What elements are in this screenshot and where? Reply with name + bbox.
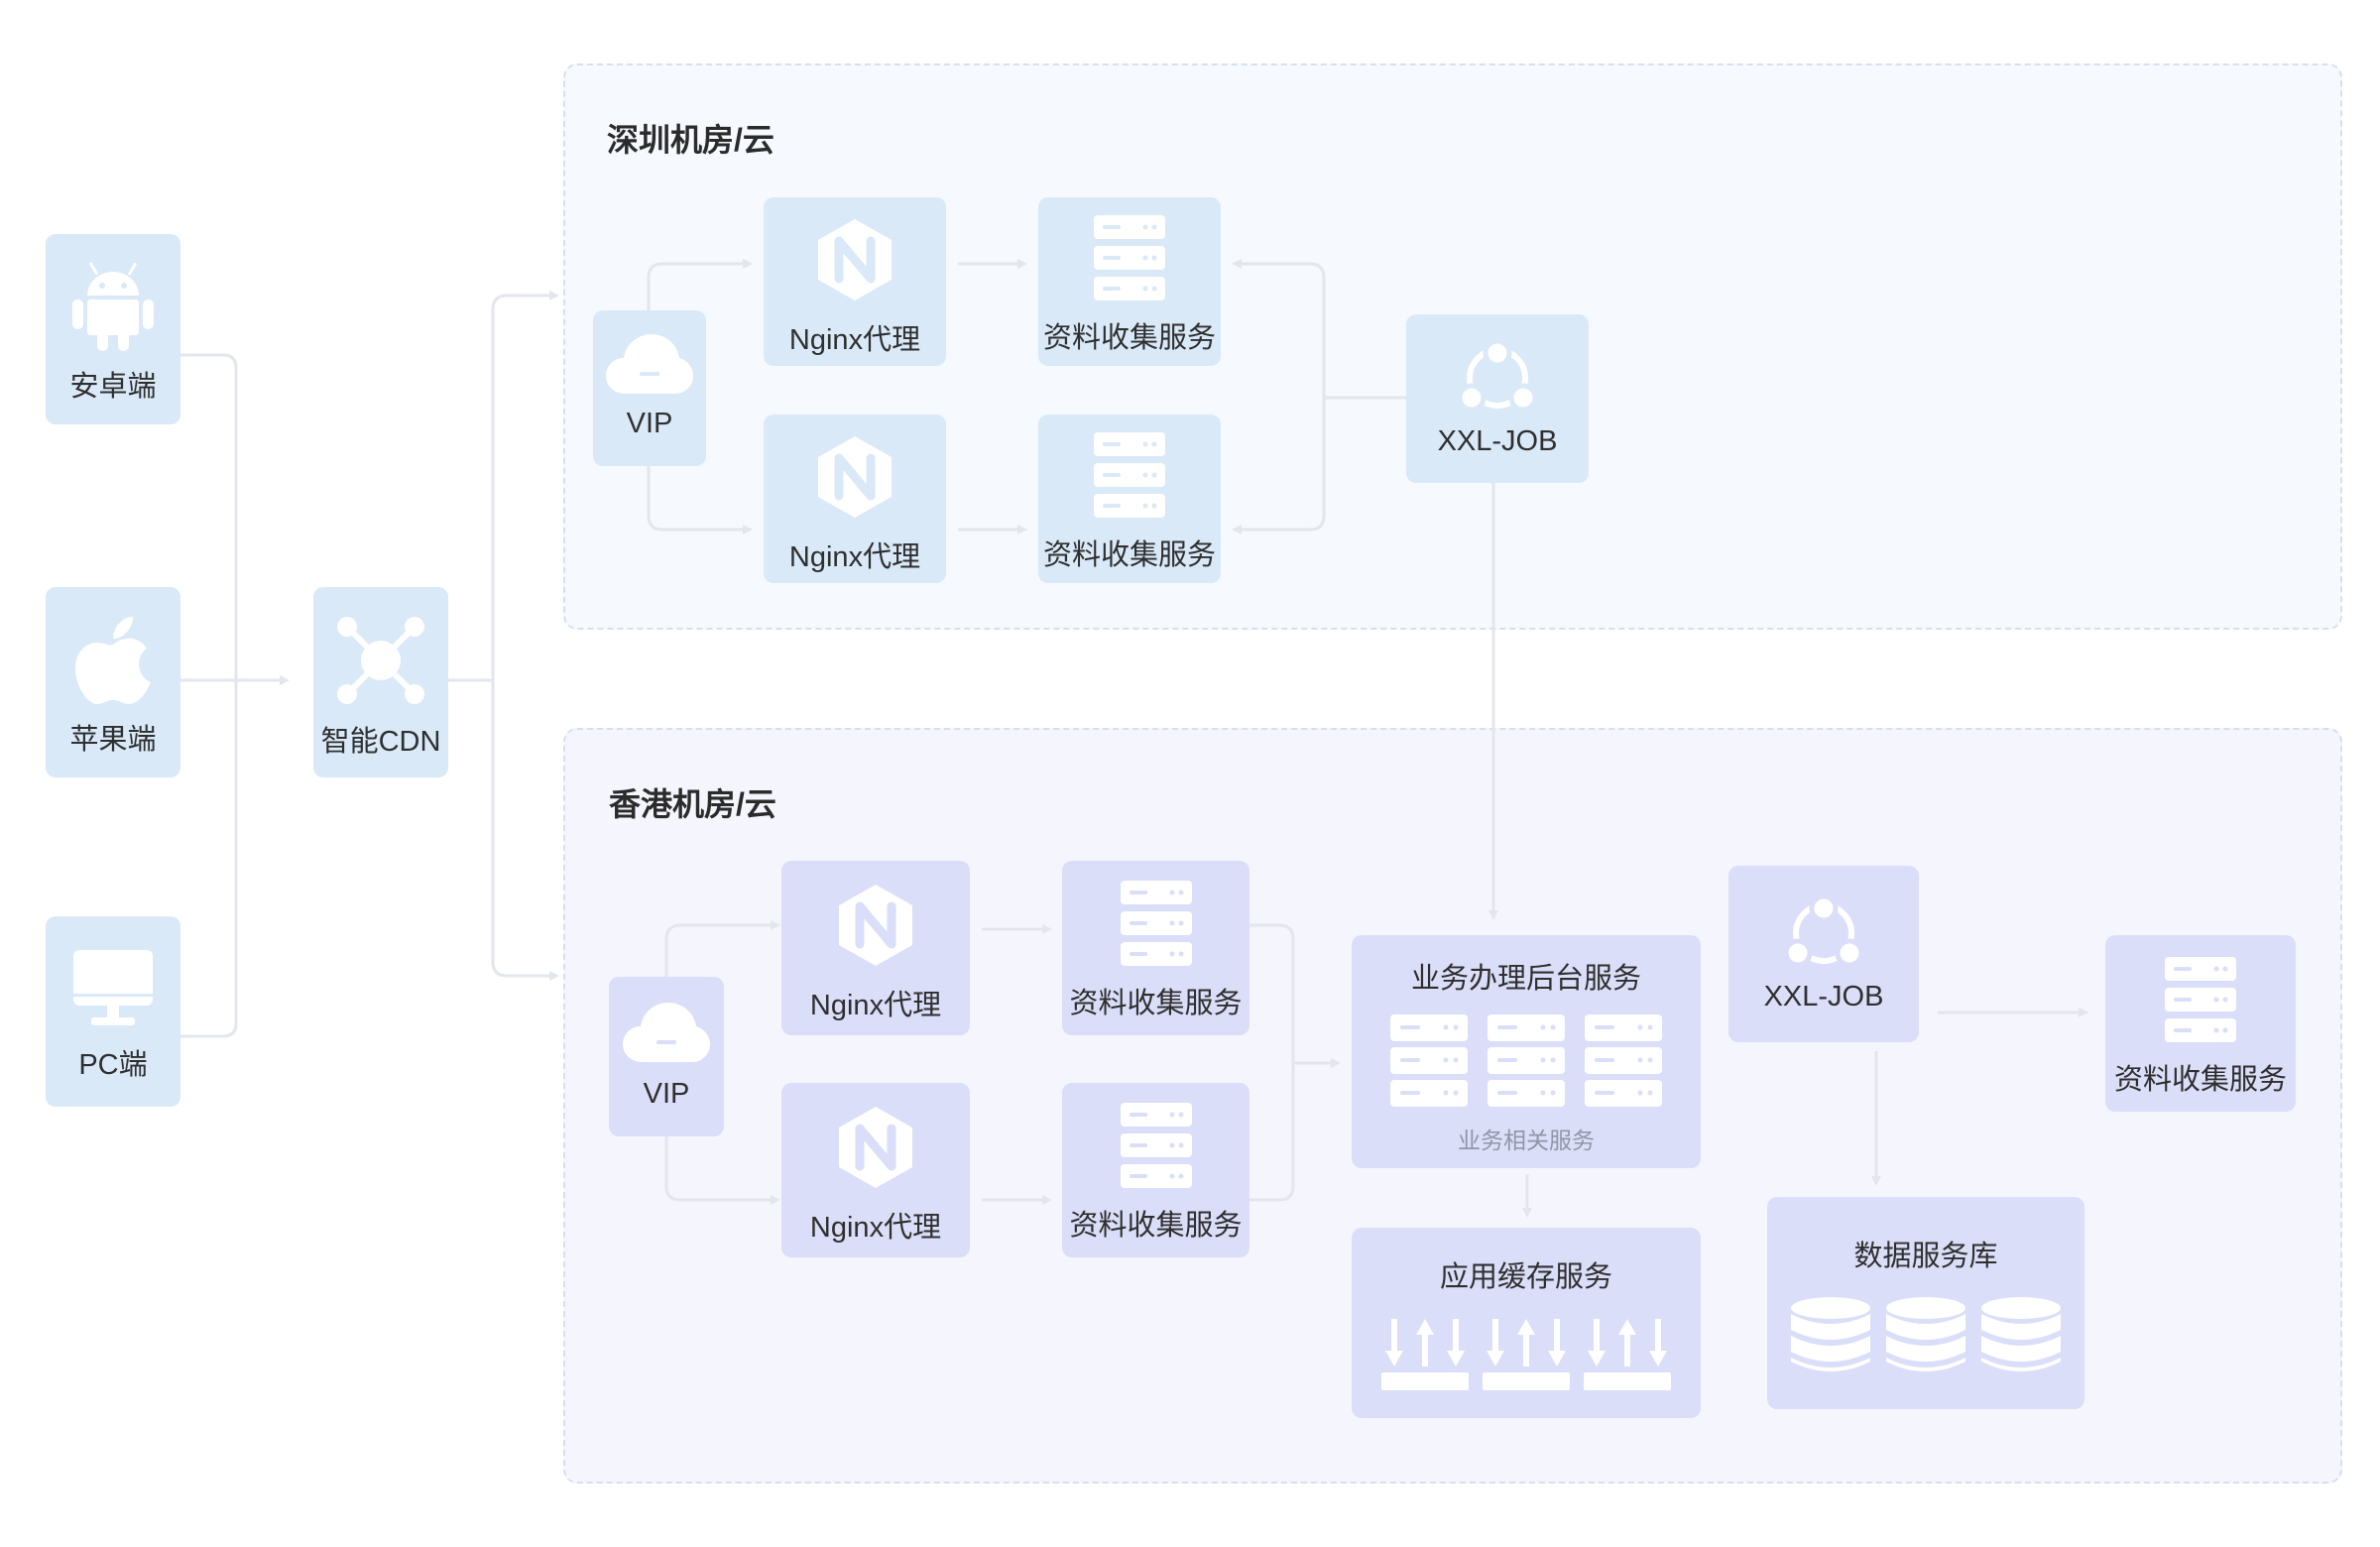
nginx-icon bbox=[839, 885, 912, 966]
android-icon bbox=[72, 262, 154, 351]
hk-nginx-1[interactable]: Nginx代理 bbox=[781, 861, 970, 1035]
sz-collect-2[interactable]: 资料收集服务 bbox=[1038, 415, 1221, 583]
hk-nginx-2[interactable]: Nginx代理 bbox=[781, 1083, 970, 1257]
hk-nginx-2-label: Nginx代理 bbox=[809, 1212, 942, 1244]
hk-database-icons bbox=[1790, 1296, 2062, 1375]
sz-nginx-2[interactable]: Nginx代理 bbox=[764, 415, 946, 583]
network-hub-icon bbox=[337, 617, 424, 704]
apple-icon bbox=[75, 617, 151, 704]
connector-android bbox=[180, 353, 238, 680]
hk-xxljob-label: XXL-JOB bbox=[1763, 981, 1884, 1012]
share-nodes-icon bbox=[1457, 340, 1538, 413]
connector-hk-vip-nginx1 bbox=[664, 920, 780, 977]
client-apple-label: 苹果端 bbox=[69, 724, 157, 756]
region-title-shenzhen: 深圳机房/云 bbox=[607, 122, 774, 158]
sz-xxljob-label: XXL-JOB bbox=[1437, 425, 1558, 457]
hk-database-label: 数据服务库 bbox=[1853, 1241, 1998, 1272]
nginx-icon bbox=[818, 219, 892, 300]
connector-sz-job-collect2 bbox=[1232, 398, 1326, 535]
hk-xxljob[interactable]: XXL-JOB bbox=[1728, 866, 1919, 1042]
sz-nginx-1[interactable]: Nginx代理 bbox=[764, 197, 946, 366]
cache-transfer-icon bbox=[1584, 1319, 1671, 1390]
hk-business-servers bbox=[1390, 1014, 1662, 1108]
sz-collect-2-label: 资料收集服务 bbox=[1042, 539, 1216, 571]
hk-vip-label: VIP bbox=[643, 1078, 690, 1110]
server-icon bbox=[1390, 1014, 1468, 1107]
hk-collect-2-label: 资料收集服务 bbox=[1069, 1210, 1243, 1242]
server-icon bbox=[2165, 957, 2236, 1042]
sz-vip[interactable]: VIP bbox=[593, 310, 706, 466]
cdn-label: 智能CDN bbox=[320, 726, 441, 758]
connector-cdn-sz bbox=[491, 291, 559, 680]
connector-hk-collect1-merge bbox=[1250, 923, 1295, 1063]
database-icon bbox=[1981, 1297, 2061, 1371]
hk-vip[interactable]: VIP bbox=[609, 977, 724, 1136]
cloud-icon bbox=[606, 334, 693, 394]
sz-vip-label: VIP bbox=[626, 408, 673, 439]
server-icon bbox=[1094, 432, 1165, 518]
server-icon bbox=[1094, 215, 1165, 300]
sz-nginx-2-label: Nginx代理 bbox=[788, 541, 921, 573]
cache-transfer-icon bbox=[1381, 1319, 1469, 1390]
hk-collect-right[interactable]: 资料收集服务 bbox=[2105, 935, 2296, 1112]
connector-pc bbox=[180, 680, 238, 1038]
monitor-icon bbox=[73, 950, 153, 1025]
hk-nginx-1-label: Nginx代理 bbox=[809, 990, 942, 1021]
connector-hk-collect2-merge bbox=[1250, 1063, 1295, 1202]
hk-database[interactable]: 数据服务库 bbox=[1767, 1197, 2084, 1409]
nginx-icon bbox=[818, 436, 892, 518]
sz-nginx-1-label: Nginx代理 bbox=[788, 324, 921, 356]
hk-cache-icons bbox=[1381, 1315, 1671, 1390]
nginx-icon bbox=[839, 1107, 912, 1188]
hk-collect-2[interactable]: 资料收集服务 bbox=[1062, 1083, 1250, 1257]
sz-collect-1[interactable]: 资料收集服务 bbox=[1038, 197, 1221, 366]
connector-sz-vip-nginx1 bbox=[647, 259, 753, 310]
server-icon bbox=[1120, 1103, 1192, 1188]
connector-sz-vip-nginx2 bbox=[647, 466, 753, 535]
sz-xxljob[interactable]: XXL-JOB bbox=[1406, 314, 1589, 483]
hk-collect-1[interactable]: 资料收集服务 bbox=[1062, 861, 1250, 1035]
client-pc-label: PC端 bbox=[78, 1049, 148, 1081]
client-android-label: 安卓端 bbox=[69, 371, 157, 403]
hk-cache-label: 应用缓存服务 bbox=[1439, 1261, 1612, 1293]
database-icon bbox=[1791, 1297, 1870, 1371]
region-title-hongkong: 香港机房/云 bbox=[609, 786, 776, 822]
client-pc[interactable]: PC端 bbox=[46, 916, 180, 1107]
connector-sz-job-collect1 bbox=[1232, 259, 1326, 398]
database-icon bbox=[1886, 1297, 1965, 1371]
server-icon bbox=[1488, 1014, 1565, 1107]
server-icon bbox=[1120, 881, 1192, 966]
client-android[interactable]: 安卓端 bbox=[46, 234, 180, 424]
cdn-node[interactable]: 智能CDN bbox=[313, 587, 448, 777]
cloud-icon bbox=[623, 1003, 710, 1062]
sz-collect-1-label: 资料收集服务 bbox=[1042, 322, 1216, 354]
hk-business-service[interactable]: 业务办理后台服务 bbox=[1352, 935, 1701, 1168]
hk-business-label: 业务办理后台服务 bbox=[1410, 963, 1641, 995]
hk-collect-right-label: 资料收集服务 bbox=[2113, 1064, 2287, 1096]
hk-collect-1-label: 资料收集服务 bbox=[1069, 988, 1243, 1019]
hk-cache-service[interactable]: 应用缓存服务 bbox=[1352, 1228, 1701, 1418]
hk-business-sublabel: 业务相关服务 bbox=[1458, 1128, 1595, 1153]
cache-transfer-icon bbox=[1483, 1319, 1570, 1390]
connector-cdn-hk bbox=[491, 680, 559, 981]
server-icon bbox=[1585, 1014, 1662, 1107]
client-apple[interactable]: 苹果端 bbox=[46, 587, 180, 777]
share-nodes-icon bbox=[1783, 895, 1864, 968]
connector-hk-vip-nginx2 bbox=[664, 1136, 780, 1205]
